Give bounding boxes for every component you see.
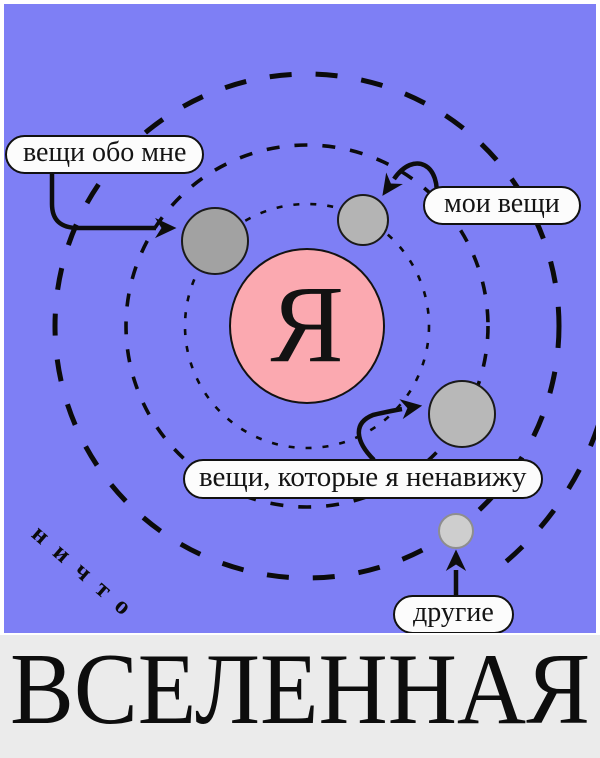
planets: [181, 194, 496, 549]
callout-things-about-me: вещи обо мне: [5, 135, 205, 175]
planet-my-things: [337, 194, 389, 246]
orbit-inner: [183, 202, 431, 450]
self-circle-group: Я: [229, 248, 385, 404]
self-label: Я: [270, 263, 343, 385]
planet-things-i-hate: [428, 380, 496, 448]
callout-things-i-hate: вещи, которые я ненавижу: [183, 459, 543, 500]
universe-band: ВСЕЛЕННАЯ: [0, 633, 600, 758]
callout-others: другие: [393, 595, 514, 635]
callout-my-things: мои вещи: [423, 186, 581, 226]
self-circle: [229, 248, 385, 404]
universe-title: ВСЕЛЕННАЯ: [10, 635, 590, 746]
orbit-outermost-arc: [495, 424, 596, 571]
planet-others: [438, 513, 474, 549]
orbit-middle: [124, 143, 490, 509]
universe-title-svg: ВСЕЛЕННАЯ: [10, 635, 590, 746]
planet-things-about-me: [181, 207, 249, 275]
orbits: [52, 71, 596, 581]
arrow-things-i-hate: [356, 399, 423, 462]
space-area: Я: [4, 4, 596, 633]
arrow-things-about-me: [49, 166, 177, 239]
orbit-diagram: Я: [49, 71, 596, 595]
orbit-outer: [52, 71, 562, 581]
